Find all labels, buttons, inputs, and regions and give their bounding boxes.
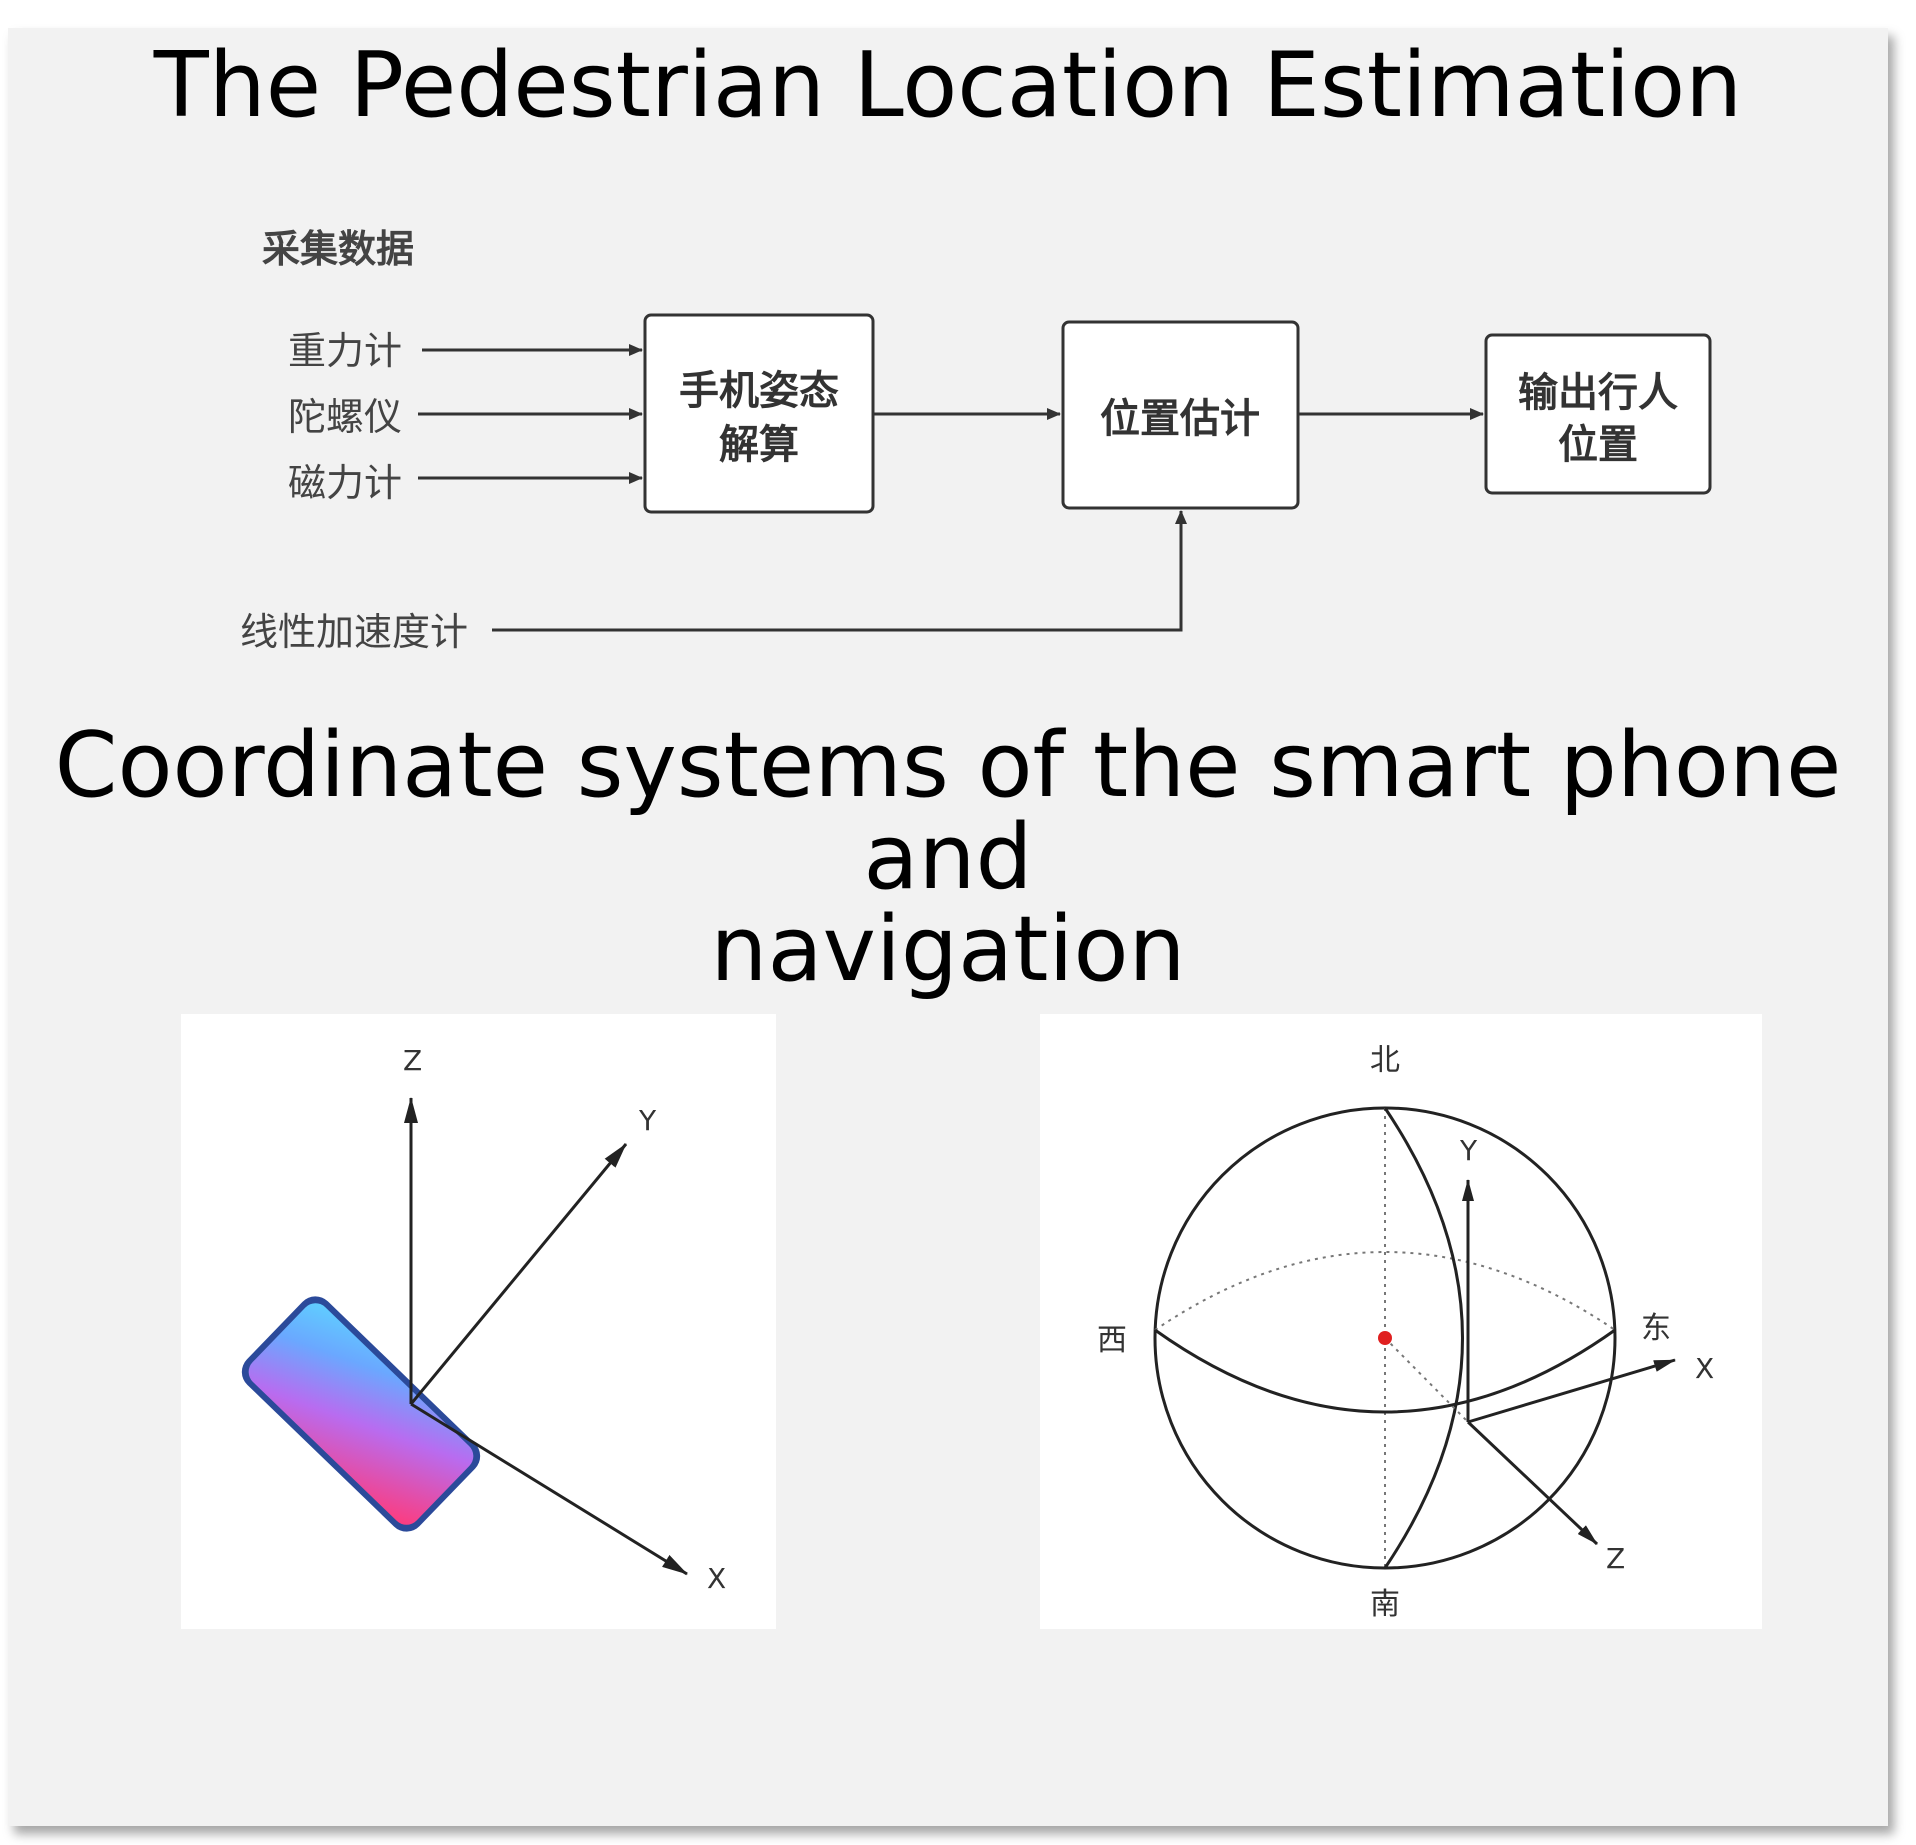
- group-label-collect-data: 采集数据: [262, 227, 414, 271]
- sphere-center-dot: [1378, 1331, 1392, 1345]
- phone-axis-y: [409, 1143, 628, 1405]
- label-north: 北: [1370, 1043, 1400, 1078]
- box-output-location: [1484, 333, 1712, 495]
- nav-axis-z: [1466, 1420, 1599, 1546]
- phone-axis-x: [410, 1402, 688, 1576]
- sphere-center-line: [1384, 1337, 1469, 1423]
- nav-axis-x: [1467, 1358, 1676, 1424]
- title-coordinate-systems: Coordinate systems of the smart phone an…: [8, 720, 1888, 996]
- label-east: 东: [1641, 1311, 1671, 1346]
- phone-coordinate-svg: Z Y X: [241, 1044, 726, 1595]
- label-south: 南: [1370, 1587, 1400, 1622]
- sphere-meridian: [1383, 1107, 1464, 1569]
- phone-coordinate-figure: Z Y X: [181, 1014, 776, 1629]
- phone-axis-x-label: X: [707, 1562, 726, 1595]
- box-output-line1: 输出行人: [1518, 370, 1678, 416]
- phone-axis-y-label: Y: [638, 1104, 657, 1137]
- input-label-magnetometer: 磁力计: [288, 461, 402, 505]
- navigation-sphere-svg: 北 南 西 东 Y X Z: [1097, 1043, 1714, 1622]
- nav-axis-y-label: Y: [1459, 1134, 1478, 1167]
- box-output-line2: 位置: [1558, 422, 1638, 468]
- input-label-gyroscope: 陀螺仪: [288, 395, 402, 439]
- arrow-accel-to-position: [492, 510, 1187, 632]
- phone-illustration: [241, 1296, 481, 1532]
- sphere-equator-front: [1154, 1328, 1616, 1414]
- phone-axis-z-label: Z: [403, 1044, 422, 1077]
- input-label-linear-accel: 线性加速度计: [240, 610, 468, 654]
- nav-axis-z-label: Z: [1606, 1542, 1625, 1575]
- box-position-label: 位置估计: [1100, 396, 1260, 442]
- title-coordinate-line1: Coordinate systems of the smart phone an…: [54, 713, 1842, 910]
- input-label-gravity: 重力计: [288, 329, 402, 373]
- box-attitude-line1: 手机姿态: [679, 368, 839, 414]
- navigation-sphere-figure: 北 南 西 东 Y X Z: [1040, 1014, 1762, 1629]
- label-west: 西: [1097, 1323, 1127, 1358]
- title-pedestrian-location: The Pedestrian Location Estimation: [153, 33, 1743, 138]
- box-attitude-line2: 解算: [719, 422, 799, 468]
- sphere-equator-back: [1154, 1251, 1616, 1331]
- nav-axis-x-label: X: [1695, 1352, 1714, 1385]
- title-coordinate-line2: navigation: [710, 897, 1186, 1002]
